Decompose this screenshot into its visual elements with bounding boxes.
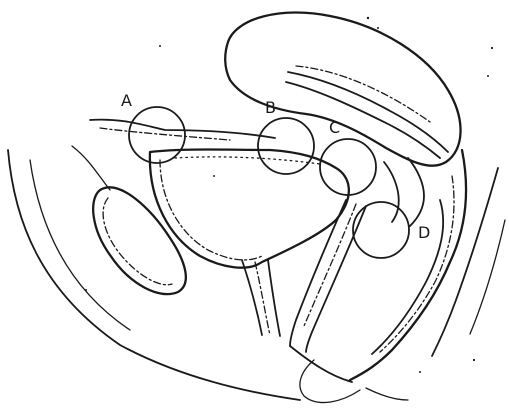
region-circle-d <box>353 202 409 258</box>
region-circle-b <box>258 118 314 174</box>
region-label-d: D <box>418 223 430 242</box>
anterior-wall <box>72 120 275 190</box>
rectum <box>350 150 466 380</box>
region-label-b: B <box>265 98 276 117</box>
perineum <box>290 346 408 403</box>
pubic-bone <box>93 187 186 294</box>
uterus <box>225 12 460 165</box>
region-label-a: A <box>121 91 132 110</box>
region-label-c: C <box>329 118 340 137</box>
bladder <box>150 150 349 268</box>
cervix <box>384 158 424 226</box>
urethra <box>242 260 280 336</box>
